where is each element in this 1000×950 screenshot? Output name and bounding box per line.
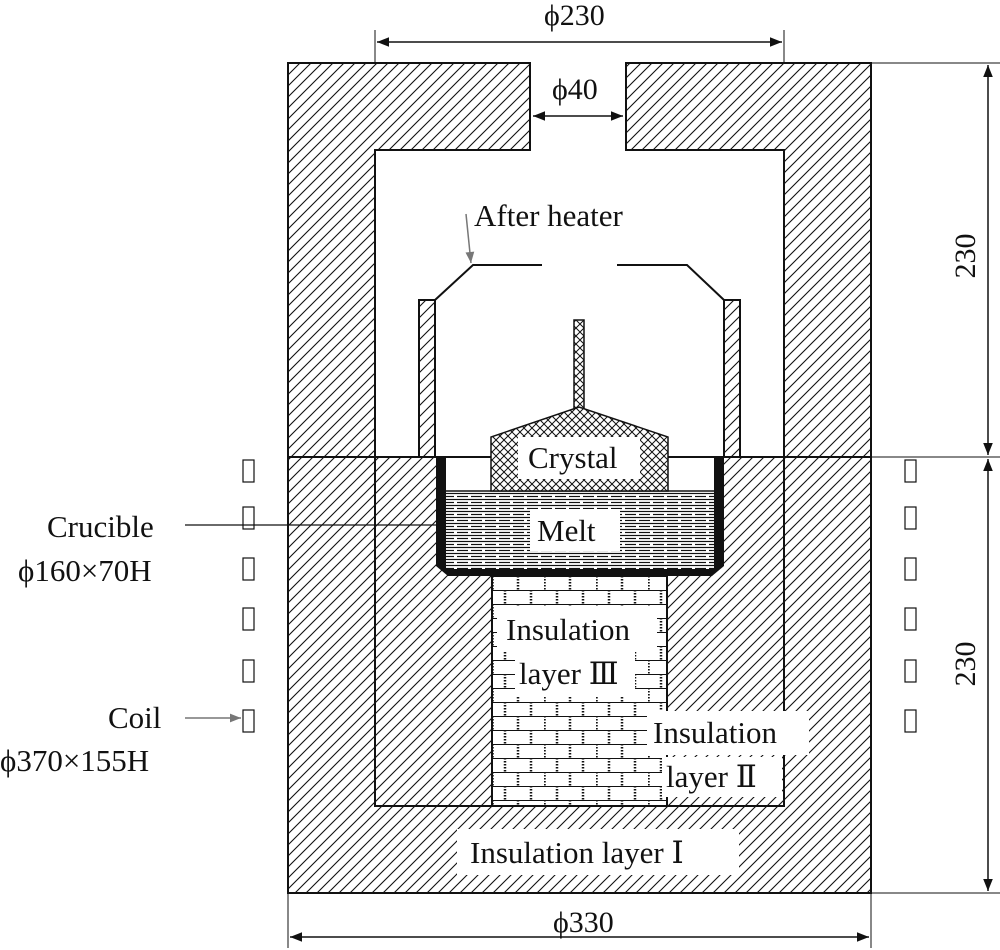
coil-label: Coil [108,700,161,735]
after-heater-wall-left [418,299,436,458]
insulation-3-label-line1: Insulation [506,612,630,647]
insulation-2-label-line1: Insulation [653,715,777,750]
coil-turns-left [242,459,255,733]
label-backgrounds [457,75,809,875]
dim-upper-height: 230 [949,234,982,279]
insulation-2-label-line2: layer Ⅱ [666,759,757,794]
crucible-size-label: ϕ160×70H [18,553,152,588]
leader-after-heater [465,213,475,264]
coil-turns-right [904,459,917,733]
extension-lines [287,30,1000,948]
after-heater-lid-left [434,264,542,301]
crucible-label: Crucible [47,509,154,544]
dim-top-inner-diameter: ϕ230 [544,0,605,32]
insulation-1-label: Insulation layer Ⅰ [470,835,684,870]
crystal-label: Crystal [528,440,618,475]
after-heater-lid-right [617,264,725,301]
melt-label: Melt [537,513,596,548]
dim-lower-height: 230 [949,642,982,687]
dim-outer-diameter: ϕ330 [553,906,614,939]
after-heater-label: After heater [474,198,624,233]
insulation-3-label-line2: layer Ⅲ [519,656,619,691]
dim-opening-diameter: ϕ40 [552,73,598,106]
seed-rod [573,319,585,411]
coil-size-label: ϕ370×155H [0,743,149,778]
after-heater-wall-right [723,299,741,458]
